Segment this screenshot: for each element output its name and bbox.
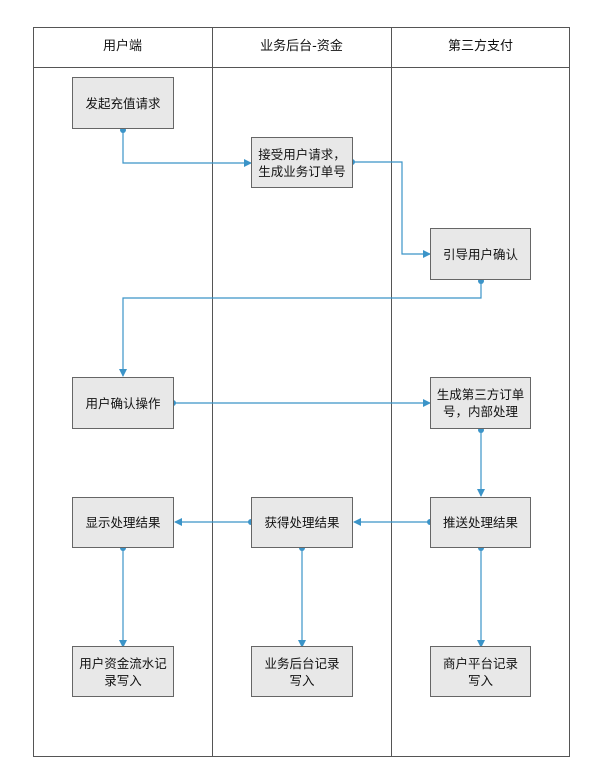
header-divider bbox=[33, 67, 570, 68]
node-user-ledger: 用户资金流水记 录写入 bbox=[72, 646, 174, 697]
node-third-order-label: 生成第三方订单 号，内部处理 bbox=[436, 387, 525, 419]
node-user-ledger-label: 用户资金流水记 录写入 bbox=[79, 655, 167, 688]
node-guide-confirm-label: 引导用户确认 bbox=[442, 246, 518, 262]
node-initiate-recharge-label: 发起充值请求 bbox=[85, 95, 161, 111]
node-push-result-label: 推送处理结果 bbox=[442, 515, 518, 530]
node-push-result: 推送处理结果 bbox=[430, 497, 531, 548]
node-user-confirm: 用户确认操作 bbox=[72, 377, 174, 429]
lane-divider-2 bbox=[391, 27, 392, 757]
node-get-result: 获得处理结果 bbox=[251, 497, 353, 548]
lane-title-user: 用户端 bbox=[102, 39, 142, 54]
node-accept-request: 接受用户请求， 生成业务订单号 bbox=[251, 137, 353, 188]
node-show-result: 显示处理结果 bbox=[72, 497, 174, 548]
node-backend-record-label: 业务后台记录 写入 bbox=[264, 655, 340, 688]
lane-divider-1 bbox=[212, 27, 213, 757]
node-backend-record: 业务后台记录 写入 bbox=[251, 646, 353, 697]
node-get-result-label: 获得处理结果 bbox=[264, 515, 340, 530]
node-accept-request-label: 接受用户请求， 生成业务订单号 bbox=[258, 146, 346, 179]
node-show-result-label: 显示处理结果 bbox=[85, 515, 161, 530]
node-initiate-recharge: 发起充值请求 bbox=[72, 77, 174, 129]
node-merchant-record: 商户平台记录 写入 bbox=[430, 646, 531, 697]
node-merchant-record-label: 商户平台记录 写入 bbox=[442, 655, 518, 688]
lane-title-backend: 业务后台-资金 bbox=[260, 39, 343, 54]
node-guide-confirm: 引导用户确认 bbox=[430, 228, 531, 280]
node-third-order: 生成第三方订单 号，内部处理 bbox=[430, 377, 531, 429]
node-user-confirm-label: 用户确认操作 bbox=[85, 395, 161, 411]
swimlane-frame bbox=[33, 27, 570, 757]
lane-title-thirdparty: 第三方支付 bbox=[447, 39, 513, 54]
